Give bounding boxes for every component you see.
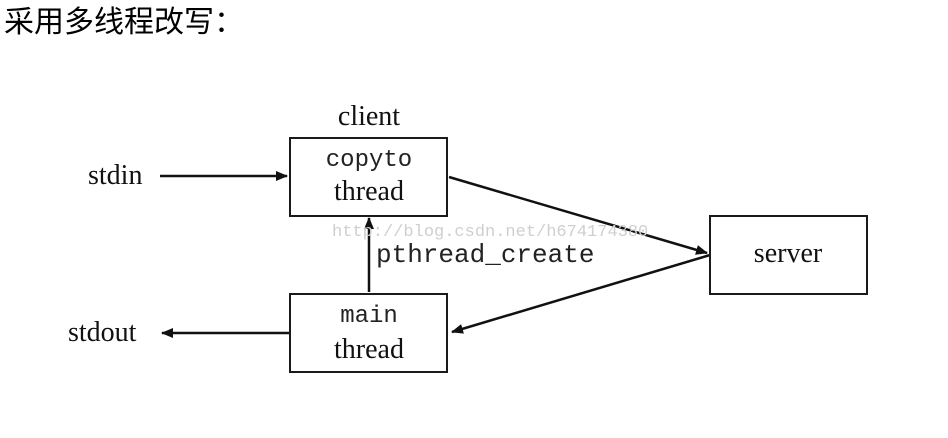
edge-copyto-to-server xyxy=(448,175,708,255)
copyto-thread-box xyxy=(289,137,448,217)
server-box xyxy=(709,215,868,295)
main-thread-box xyxy=(289,293,448,373)
stdin-label: stdin xyxy=(88,160,142,191)
main-thread-label: main xyxy=(340,303,398,330)
main-thread-sublabel: thread xyxy=(334,334,404,365)
pthread-create-label: pthread_create xyxy=(376,240,594,270)
copyto-thread-sublabel: thread xyxy=(334,176,404,207)
page-heading: 采用多线程改写： xyxy=(4,5,244,40)
edge-server-to-main xyxy=(451,253,711,334)
client-label: client xyxy=(338,101,400,132)
server-label: server xyxy=(754,238,823,269)
stdout-label: stdout xyxy=(68,317,137,348)
copyto-thread-label: copyto xyxy=(326,147,412,174)
watermark-text: http://blog.csdn.net/h674174380 xyxy=(332,223,648,242)
